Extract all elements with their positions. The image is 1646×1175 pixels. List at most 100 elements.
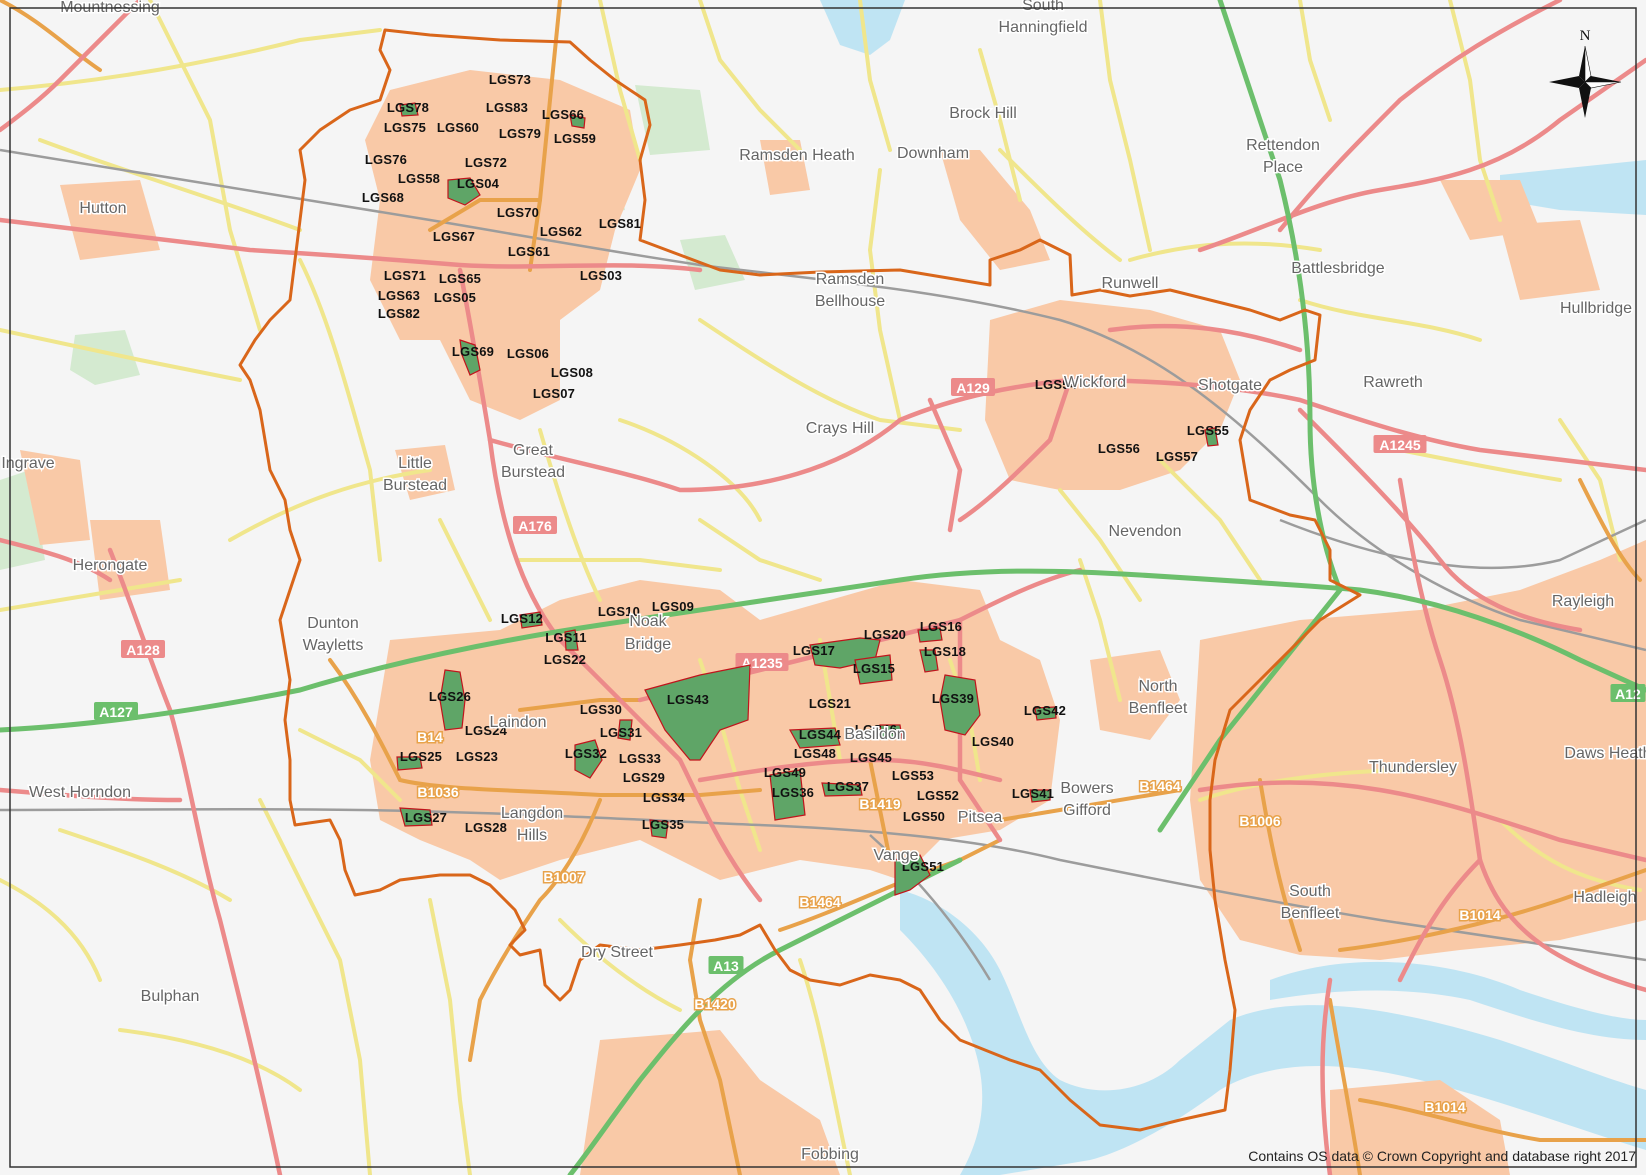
lgs-polygon: [1029, 789, 1051, 803]
lgs-site-label[interactable]: LGS21: [809, 696, 851, 711]
lgs-site-label[interactable]: LGS44: [799, 727, 842, 742]
lgs-site-label[interactable]: LGS18: [924, 644, 966, 659]
lgs-site-label[interactable]: LGS26: [429, 689, 471, 704]
lgs-site-label[interactable]: LGS61: [508, 244, 550, 259]
lgs-site-label[interactable]: LGS56: [1098, 441, 1140, 456]
lgs-site-label[interactable]: LGS30: [580, 702, 622, 717]
lgs-site-label[interactable]: LGS20: [864, 627, 906, 642]
lgs-site-label[interactable]: LGS34: [643, 790, 686, 805]
lgs-site-label[interactable]: LGS46: [855, 722, 897, 737]
lgs-site-label[interactable]: LGS55: [1187, 423, 1229, 438]
lgs-site-label[interactable]: LGS45: [850, 750, 892, 765]
road-ref-label: A12: [1615, 686, 1641, 702]
place-label: Little: [398, 455, 432, 472]
lgs-site-label[interactable]: LGS69: [452, 344, 494, 359]
lgs-site-label[interactable]: LGS37: [827, 779, 869, 794]
place-label: Bulphan: [141, 988, 200, 1005]
lgs-site-label[interactable]: LGS60: [437, 120, 479, 135]
place-label: Bellhouse: [815, 293, 885, 310]
lgs-site-label[interactable]: LGS49: [764, 765, 806, 780]
lgs-site-label[interactable]: LGS40: [972, 734, 1014, 749]
place-label: Basildon: [844, 726, 905, 743]
lgs-site-label[interactable]: LGS11: [545, 630, 586, 645]
place-label: Bridge: [625, 636, 671, 653]
lgs-site-label[interactable]: LGS12: [501, 611, 543, 626]
place-label: Crays Hill: [806, 420, 874, 437]
lgs-site-label[interactable]: LGS25: [400, 749, 442, 764]
lgs-site-label[interactable]: LGS08: [551, 365, 593, 380]
lgs-site-label[interactable]: LGS24: [465, 723, 508, 738]
lgs-site-label[interactable]: LGS15: [853, 661, 895, 676]
lgs-site-label[interactable]: LGS04: [457, 176, 500, 191]
lgs-site-label[interactable]: LGS71: [384, 268, 426, 283]
lgs-site-label[interactable]: LGS29: [623, 770, 665, 785]
lgs-site-label[interactable]: LGS81: [599, 216, 641, 231]
place-label: Hills: [517, 827, 547, 844]
road-ref-label: B1006: [1239, 813, 1280, 829]
lgs-site-label[interactable]: LGS52: [917, 788, 959, 803]
lgs-site-label[interactable]: LGS82: [378, 306, 420, 321]
lgs-site-label[interactable]: LGS78: [387, 100, 429, 115]
lgs-site-label[interactable]: LGS83: [486, 100, 528, 115]
lgs-site-label[interactable]: LGS50: [903, 809, 945, 824]
lgs-site-label[interactable]: LGS05: [434, 290, 476, 305]
map-frame: [9, 7, 1637, 1168]
place-label: Thundersley: [1369, 759, 1457, 776]
lgs-site-label[interactable]: LGS65: [439, 271, 481, 286]
lgs-site-label[interactable]: LGS33: [619, 751, 661, 766]
lgs-site-label[interactable]: LGS28: [465, 820, 507, 835]
place-label: South: [1022, 0, 1064, 14]
lgs-site-label[interactable]: LGS43: [667, 692, 709, 707]
lgs-polygon: [459, 339, 481, 376]
lgs-site-label[interactable]: LGS07: [533, 386, 575, 401]
lgs-site-label[interactable]: LGS76: [365, 152, 407, 167]
lgs-site-label[interactable]: LGS06: [507, 346, 549, 361]
lgs-site-label[interactable]: LGS31: [600, 725, 642, 740]
lgs-site-label[interactable]: LGS16: [920, 619, 962, 634]
lgs-site-label[interactable]: LGS63: [378, 288, 420, 303]
lgs-polygon: [919, 649, 939, 673]
lgs-site-label[interactable]: LGS54: [1035, 377, 1078, 392]
place-label: Daws Heath: [1564, 745, 1646, 762]
lgs-site-label[interactable]: LGS03: [580, 268, 622, 283]
lgs-site-label[interactable]: LGS41: [1012, 786, 1054, 801]
lgs-polygon: [789, 727, 841, 749]
lgs-site-label[interactable]: LGS27: [405, 810, 447, 825]
lgs-polygon: [769, 769, 806, 821]
lgs-site-label[interactable]: LGS70: [497, 205, 539, 220]
lgs-site-label[interactable]: LGS73: [489, 72, 531, 87]
place-label: Ramsden: [816, 271, 884, 288]
lgs-site-label[interactable]: LGS58: [398, 171, 440, 186]
lgs-site-label[interactable]: LGS36: [772, 785, 814, 800]
lgs-site-label[interactable]: LGS79: [499, 126, 541, 141]
lgs-site-label[interactable]: LGS42: [1024, 703, 1066, 718]
lgs-site-label[interactable]: LGS23: [456, 749, 498, 764]
lgs-site-label[interactable]: LGS75: [384, 120, 426, 135]
lgs-site-label[interactable]: LGS72: [465, 155, 507, 170]
lgs-site-label[interactable]: LGS39: [932, 691, 974, 706]
lgs-site-label[interactable]: LGS51: [902, 859, 944, 874]
lgs-polygon: [569, 114, 586, 129]
lgs-site-label[interactable]: LGS35: [642, 817, 684, 832]
place-label: Ingrave: [1, 455, 54, 472]
lgs-site-label[interactable]: LGS57: [1156, 449, 1198, 464]
copyright-notice: Contains OS data © Crown Copyright and d…: [1248, 1148, 1636, 1164]
lgs-site-label[interactable]: LGS68: [362, 190, 404, 205]
lgs-site-label[interactable]: LGS59: [554, 131, 596, 146]
lgs-site-label[interactable]: LGS10: [598, 604, 640, 619]
lgs-site-label[interactable]: LGS32: [565, 746, 607, 761]
lgs-site-label[interactable]: LGS53: [892, 768, 934, 783]
lgs-site-label[interactable]: LGS22: [544, 652, 586, 667]
lgs-site-label[interactable]: LGS66: [542, 107, 584, 122]
lgs-site-label[interactable]: LGS48: [794, 746, 836, 761]
lgs-site-label[interactable]: LGS17: [793, 643, 835, 658]
lgs-polygon: [574, 739, 603, 779]
lgs-site-label[interactable]: LGS62: [540, 224, 582, 239]
place-label: Benfleet: [1281, 905, 1340, 922]
borough-boundary: [238, 28, 1362, 1132]
place-label: Noak: [629, 613, 667, 630]
lgs-site-label[interactable]: LGS09: [652, 599, 694, 614]
lgs-site-label[interactable]: LGS67: [433, 229, 475, 244]
